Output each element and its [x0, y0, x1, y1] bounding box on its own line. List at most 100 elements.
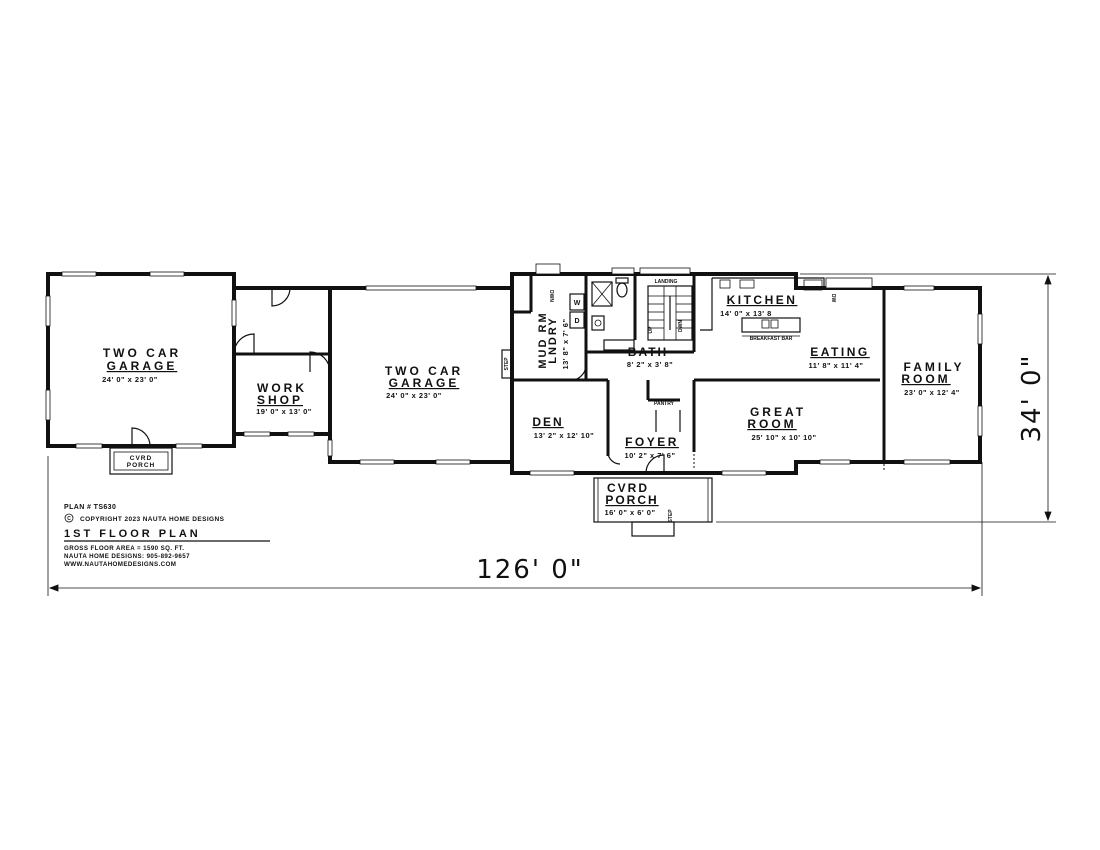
kitchen-island — [741, 317, 801, 333]
window — [535, 263, 561, 275]
foyer-dims: 10' 2" x 7' 6" — [624, 451, 675, 460]
window — [231, 299, 237, 327]
porches — [109, 349, 713, 537]
workshop-label-line2: SHOP — [257, 393, 303, 407]
overall-depth-dimension: 34' 0" — [1017, 354, 1047, 443]
landing-label: LANDING — [655, 279, 678, 285]
washer-label: W — [574, 300, 581, 307]
step-left — [501, 349, 513, 379]
window — [903, 459, 951, 465]
right-garage-label-line1: TWO CAR — [385, 364, 463, 378]
mudroom-label: MUD RM — [537, 311, 549, 368]
stair-down-label: DWN — [678, 320, 684, 332]
windows — [45, 263, 983, 476]
right-garage-dims: 24' 0" x 23' 0" — [386, 391, 442, 400]
window — [611, 267, 635, 275]
window — [287, 431, 315, 437]
staircase — [647, 285, 693, 341]
small-labels: LANDING DWN UP DWN STEP STEP DW W D — [504, 279, 836, 523]
wall-main-house — [510, 272, 982, 475]
dimension-lines — [47, 273, 1056, 596]
laundry-dims: 13' 8" x 7' 6" — [561, 318, 570, 369]
doors — [131, 287, 885, 474]
window — [359, 459, 395, 465]
window — [529, 470, 575, 476]
left-garage-label-line1: TWO CAR — [103, 346, 181, 360]
kitchen-label: KITCHEN — [727, 293, 798, 307]
door-workshop-top — [271, 287, 291, 307]
bath-vanity — [603, 339, 635, 351]
interior-walls — [234, 274, 886, 462]
den-dims: 13' 2" x 12' 10" — [534, 431, 594, 440]
range — [719, 279, 731, 289]
breakfast-bar-label: BREAKFAST BAR — [750, 336, 793, 342]
door-workshop-right — [309, 351, 331, 373]
workshop-label-line1: WORK — [257, 381, 307, 395]
door-workshop-left — [233, 333, 255, 355]
door-laundry — [565, 363, 587, 382]
eating-dims: 11' 8" x 11' 4" — [809, 361, 864, 370]
copyright-circle — [64, 513, 74, 523]
dryer-label: D — [574, 318, 579, 325]
great-room-dims: 25' 10" x 10' 10" — [751, 433, 816, 442]
bath-label: BATH — [628, 345, 668, 359]
dryer — [569, 311, 585, 329]
small-porch-label-line1: CVRD — [130, 455, 152, 462]
exterior-walls — [46, 272, 982, 475]
designer-phone: NAUTA HOME DESIGNS: 905-892-9657 — [64, 553, 190, 560]
island-sink — [770, 319, 779, 329]
stair-up-label: UP — [648, 326, 654, 334]
window — [721, 470, 767, 476]
family-room-label-line2: ROOM — [901, 372, 950, 386]
kitchen-counter — [700, 277, 825, 331]
title-block: PLAN # TS630 C COPYRIGHT 2023 NAUTA HOME… — [64, 504, 270, 568]
refrigerator — [803, 279, 823, 291]
great-room-label-line2: ROOM — [747, 417, 796, 431]
copyright-text: COPYRIGHT 2023 NAUTA HOME DESIGNS — [80, 516, 225, 523]
family-room-label-line1: FAMILY — [904, 360, 965, 374]
window — [435, 459, 471, 465]
shower — [591, 281, 613, 307]
porch-step — [631, 521, 675, 537]
window — [825, 277, 873, 289]
main-porch-dims: 16' 0" x 6' 0" — [604, 508, 655, 517]
stair-outline — [647, 285, 693, 341]
room-labels: TWO CAR GARAGE 24' 0" x 23' 0" WORK SHOP… — [102, 293, 965, 517]
small-porch-label-line2: PORCH — [127, 462, 155, 469]
toilet-tank — [615, 277, 629, 284]
workshop-dims: 19' 0" x 13' 0" — [256, 407, 312, 416]
copyright-symbol: C — [67, 516, 71, 522]
designer-website: WWW.NAUTAHOMEDESIGNS.COM — [64, 561, 176, 568]
porch-small-inner — [113, 451, 169, 471]
toilet — [616, 282, 628, 298]
bath-dims: 8' 2" x 3' 8" — [627, 360, 673, 369]
window — [327, 439, 333, 457]
door-front — [645, 454, 665, 474]
garage-door — [365, 285, 477, 291]
kitchen-appliance — [739, 279, 755, 289]
foyer-label: FOYER — [625, 435, 679, 449]
great-room-label-line1: GREAT — [750, 405, 806, 419]
family-room-dims: 23' 0" x 12' 4" — [904, 388, 960, 397]
left-garage-dims: 24' 0" x 23' 0" — [102, 375, 158, 384]
porch-small — [109, 447, 173, 475]
window — [819, 459, 851, 465]
overall-width-dimension: 126' 0" — [476, 555, 584, 585]
sink-drain — [594, 319, 602, 327]
right-garage-label-line2: GARAGE — [389, 376, 460, 390]
door-closet — [655, 410, 681, 432]
window — [149, 271, 185, 277]
window — [45, 389, 51, 421]
left-step-label: STEP — [504, 357, 510, 371]
dishwasher-label: DW — [830, 294, 836, 303]
plan-title: 1ST FLOOR PLAN — [64, 528, 201, 540]
window — [243, 431, 271, 437]
left-garage-label-line2: GARAGE — [107, 359, 178, 373]
window — [45, 295, 51, 327]
porch-step-label: STEP — [668, 509, 674, 523]
door-den — [607, 451, 621, 465]
window — [639, 267, 691, 275]
plan-number: PLAN # TS630 — [64, 504, 116, 511]
main-porch-label-line1: CVRD — [607, 481, 649, 495]
